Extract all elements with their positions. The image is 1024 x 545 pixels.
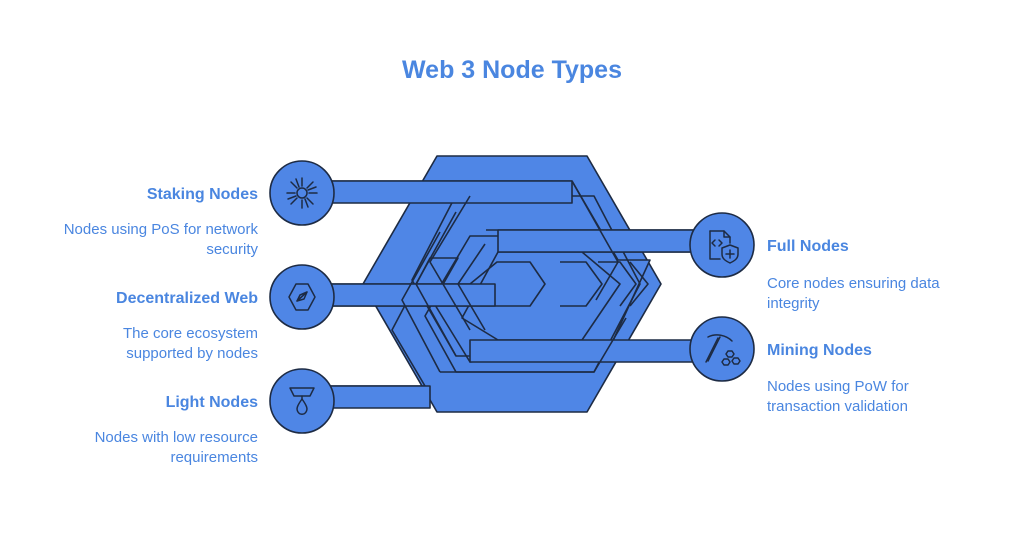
sunburst-icon [286,177,318,209]
lamp-drop-icon [289,387,315,415]
staking-nodes-label: Staking Nodes [146,186,258,203]
connector-light [319,385,431,409]
full-nodes-label: Full Nodes [767,238,849,255]
decentralized-web-label: Decentralized Web [116,290,258,307]
compass-hexagon-icon [288,283,316,311]
light-nodes-label: Light Nodes [165,394,258,411]
light-nodes-description: Nodes with low resource requirements [94,429,258,466]
inner-left-3 [401,231,441,373]
band-light [330,195,641,387]
pickaxe-icon [705,334,741,366]
staking-nodes-description: Nodes using PoS for network security [63,221,258,258]
full-nodes-description: Core nodes ensuring data integrity [767,275,940,312]
diagram-title: Web 3 Node Types [402,56,622,84]
inner-left-2 [415,211,457,357]
mining-nodes-label: Mining Nodes [767,342,872,359]
inner-left-4 [457,243,486,331]
chevron-3 [598,261,637,307]
code-file-shield-icon [709,230,739,264]
connector-staking [299,180,573,204]
inner-bottom [440,317,627,373]
circle-light [269,368,335,434]
inner-left-1 [429,195,471,331]
circle-staking [269,160,335,226]
decentralized-web-description: The core ecosystem supported by nodes [122,325,258,362]
chevron-4 [629,261,649,307]
chevron-2 [560,261,603,307]
circle-mining [689,316,755,382]
connector-mining [469,339,714,363]
circle-full [689,212,755,278]
mining-nodes-description: Nodes using PoW for transaction validati… [767,378,909,415]
